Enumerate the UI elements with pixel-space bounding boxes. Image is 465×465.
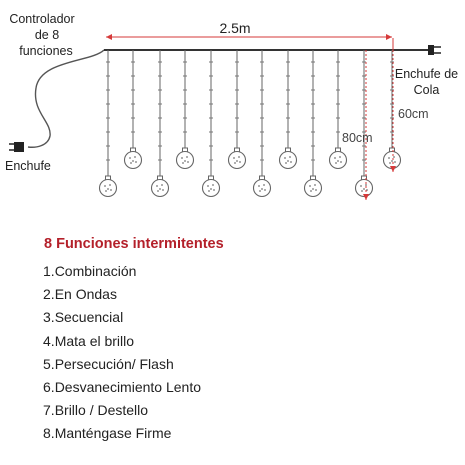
function-item-label: Mata el brillo xyxy=(54,332,135,349)
function-item-label: Combinación xyxy=(54,263,137,279)
function-item: 7.Brillo / Destello xyxy=(43,399,444,422)
functions-list-section: 8 Funciones intermitentes 1.Combinación … xyxy=(43,236,444,446)
bulb-icon xyxy=(252,175,272,198)
tail-plug-label-line2: Cola xyxy=(413,83,440,97)
bulb-icon xyxy=(328,147,348,170)
controller-label-line2: de 8 xyxy=(34,28,60,42)
length-dimension xyxy=(106,34,392,40)
light-strands xyxy=(98,50,402,198)
controller-cable xyxy=(27,49,105,148)
controller-label-line3: funciones xyxy=(19,44,73,58)
function-item: 5.Persecución/ Flash xyxy=(43,353,444,376)
function-item-number: 6. xyxy=(43,379,55,396)
function-item-label: Secuencial xyxy=(54,309,124,326)
function-item-number: 8. xyxy=(43,425,55,442)
function-item: 1.Combinación xyxy=(43,260,444,283)
bulb-icon xyxy=(303,175,323,198)
bulb-icon xyxy=(382,147,402,170)
bulb-icon xyxy=(98,175,118,198)
bulb-icon xyxy=(201,175,221,198)
tail-plug-icon xyxy=(428,45,441,55)
function-item-number: 3. xyxy=(43,309,55,326)
bulb-icon xyxy=(227,147,247,170)
function-item: 2.En Ondas xyxy=(43,283,444,306)
bulb-icon xyxy=(123,147,143,170)
function-item-number: 1. xyxy=(43,263,55,279)
function-item-label: Manténgase Firme xyxy=(54,425,172,442)
plug-label: Enchufe xyxy=(5,159,51,173)
drop-dimensions xyxy=(363,38,396,200)
function-item-label: Brillo / Destello xyxy=(54,402,149,419)
function-item: 4.Mata el brillo xyxy=(43,330,444,353)
plug-icon xyxy=(9,142,24,152)
bulb-icon xyxy=(175,147,195,170)
bulb-icon xyxy=(354,175,374,198)
function-item: 6.Desvanecimiento Lento xyxy=(43,376,444,399)
bulb-icon xyxy=(150,175,170,198)
function-item-number: 2. xyxy=(43,286,55,303)
tail-plug-label: Enchufe de Cola xyxy=(388,66,465,98)
light-curtain-diagram: Controlador de 8 funciones Enchufe 2.5m … xyxy=(0,0,465,215)
function-item: 8.Manténgase Firme xyxy=(43,422,444,445)
function-item-number: 7. xyxy=(43,402,55,419)
drop-long-label: 80cm xyxy=(342,131,373,145)
diagram-svg xyxy=(9,34,441,200)
function-item: 3.Secuencial xyxy=(43,306,444,329)
bulb-icon xyxy=(278,147,298,170)
length-label: 2.5m xyxy=(219,20,251,36)
tail-plug-label-line1: Enchufe de xyxy=(394,67,459,81)
drop-short-label: 60cm xyxy=(398,107,429,121)
functions-title: 8 Funciones intermitentes xyxy=(44,236,224,252)
controller-label-line1: Controlador xyxy=(9,12,75,26)
function-item-number: 5. xyxy=(43,355,55,372)
controller-label: Controlador de 8 funciones xyxy=(0,11,84,59)
function-item-number: 4. xyxy=(43,332,55,349)
function-item-label: Persecución/ Flash xyxy=(54,355,174,372)
functions-list: 1.Combinación 2.En Ondas 3.Secuencial 4.… xyxy=(43,260,444,446)
function-item-label: Desvanecimiento Lento xyxy=(54,379,201,396)
function-item-label: En Ondas xyxy=(54,286,117,303)
